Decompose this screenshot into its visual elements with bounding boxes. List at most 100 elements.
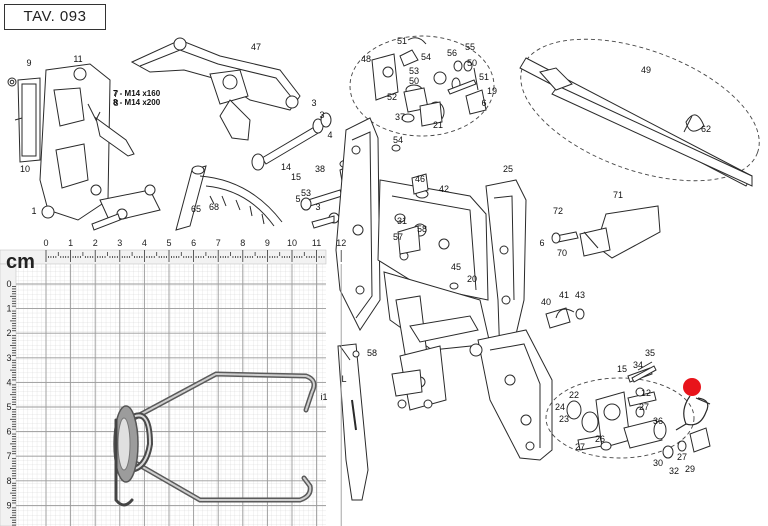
callout-number: 6 [481,98,486,108]
clevis-40 [545,307,585,329]
ruler-unit-label: cm [6,251,35,273]
callout-number: 51 [397,36,407,46]
callout-number: 26 [595,434,605,444]
callout-number: 3 [319,110,324,120]
callout-number: 30 [653,458,663,468]
callout-number: 23 [559,414,569,424]
ruler-top-tick-label: 8 [240,238,245,248]
ruler-left-tick-label: 0 [6,279,11,289]
callout-number: 70 [557,248,567,258]
callout-number: i1 [320,392,327,402]
callout-number: 54 [421,52,431,62]
bar-58 [337,343,369,501]
callout-number: 14 [281,162,291,172]
callout-number: 3 [315,202,320,212]
ruler-top-tick-label: 7 [216,238,221,248]
curved-frame-68 [199,175,283,227]
selected-part-marker[interactable] [683,378,701,396]
callout-number: 55 [465,42,475,52]
arm-65 [91,165,207,231]
callout-number: 8 [113,98,118,108]
callout-number: 40 [541,297,551,307]
callout-number: 41 [559,290,569,300]
callout-number: 49 [641,65,651,75]
ruler-left-tick-label: 2 [6,328,11,338]
callout-number: 22 [569,390,579,400]
callout-number: 56 [447,48,457,58]
callout-number: 31 [397,216,407,226]
cross-beam-47 [130,37,301,141]
callout-number: 50 [409,76,419,86]
ruler-left-tick-label: 7 [6,451,11,461]
callout-number: 29 [685,464,695,474]
ruler-top-tick-label: 9 [265,238,270,248]
callout-number: 36 [653,416,663,426]
ruler-left-tick-label: 1 [6,304,11,314]
callout-number: 57 [393,232,403,242]
callout-number: 37 [395,112,405,122]
spring-clip-part [675,395,711,431]
callout-number: 1 [31,206,36,216]
ruler-left-tick-label: 9 [6,500,11,510]
callout-number: 68 [209,202,219,212]
callout-number: 6 [539,238,544,248]
callout-number: 12 [641,388,651,398]
callout-number: 48 [361,54,371,64]
pins-34-35 [631,361,711,459]
callout-number: 47 [251,42,261,52]
detail-group-upper-middle [349,35,495,137]
ruler-top-tick-label: 11 [312,238,321,248]
callout-number: 20 [467,274,477,284]
table-label-box: TAV. 093 [4,4,106,30]
long-bolt-14 [251,112,332,171]
ruler-top-tick-label: 2 [93,238,98,248]
callout-number: 11 [73,54,82,64]
callout-number: 43 [575,290,585,300]
callout-number: 5 [295,194,300,204]
callout-number: 51 [479,72,489,82]
ruler-left-tick-label: 5 [6,402,11,412]
callout-number: 62 [701,124,711,134]
callout-number: 53 [409,66,419,76]
ruler-left-tick-label: 4 [6,377,11,387]
callout-number: 24 [555,402,565,412]
main-frame-assembly [335,117,553,461]
bolt-spec-text: 7 - M14 x160 [113,89,161,98]
detail-group-rod [519,38,760,187]
callout-number: 19 [487,86,497,96]
callout-number: 32 [669,466,679,476]
callout-number: 53 [301,188,311,198]
detail-group-hinge [545,367,695,459]
callout-number: 15 [617,364,627,374]
ruler-top-tick-label: 5 [166,238,171,248]
table-label: TAV. 093 [23,8,87,25]
ruler-left-tick-label: 6 [6,427,11,437]
callout-number: 46 [415,174,425,184]
callout-number: 72 [553,206,563,216]
ruler-top-tick-label: 10 [287,238,297,248]
bolt-spec-text: 8 - M14 x200 [113,98,161,107]
callout-number: 38 [315,164,325,174]
ruler-top-tick-label: 0 [43,238,48,248]
callout-number: 71 [613,190,623,200]
ruler-top-tick-label: 3 [117,238,122,248]
ruler-left-tick-label: 3 [6,353,11,363]
callout-number: 54 [393,135,403,145]
ruler-top-tick-label: 4 [142,238,147,248]
callout-number: 58 [417,224,427,234]
callout-number: L [341,374,346,384]
callout-number: 21 [433,120,443,130]
ruler-top-tick-label: 1 [68,238,73,248]
callout-number: 50 [467,58,477,68]
callout-number: 10 [20,164,30,174]
ruler-left-tick-label: 8 [6,476,11,486]
callout-number: 42 [439,184,449,194]
ruler-top-tick-label: 6 [191,238,196,248]
callout-number: 65 [191,204,201,214]
callout-number: 34 [633,360,643,370]
callout-number: 25 [503,164,513,174]
